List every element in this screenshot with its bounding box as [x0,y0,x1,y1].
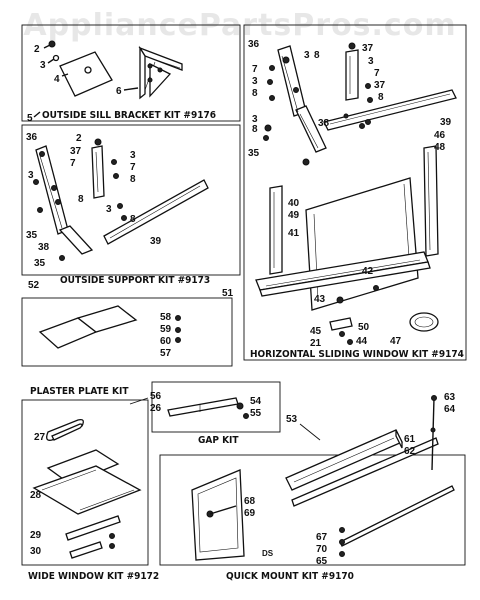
callout-38-support: 38 [38,242,50,253]
gap-kit-parts [167,397,249,419]
callout-39-horizontal: 39 [440,117,452,128]
callout-5-sill: 5 [27,113,33,124]
callout-3-horizontal-b: 3 [252,76,258,87]
callout-2-support: 2 [76,133,82,144]
callout-49: 49 [288,210,300,221]
callout-3-support-c: 3 [106,204,112,215]
callout-41: 41 [288,228,300,239]
callout-50: 50 [358,322,370,333]
callout-47: 47 [390,336,402,347]
callout-59: 59 [160,324,172,335]
callout-57: 57 [160,348,172,359]
callout-7-support-b: 7 [130,162,136,173]
callout-28: 28 [30,490,42,501]
callout-35-support-b: 35 [34,258,46,269]
callout-7-horizontal-b: 7 [374,68,380,79]
callout-27: 27 [34,432,46,443]
plaster-plate-parts [38,305,181,349]
callout-37-horizontal-a: 37 [362,43,374,54]
callout-8-support-a: 8 [78,194,84,205]
callout-3-support-b: 3 [130,150,136,161]
callout-8-horizontal-a: 8 [314,50,320,61]
callout-8-horizontal-b: 8 [252,88,258,99]
callout-56: 56 [150,391,162,402]
callout-3-horizontal-d: 3 [252,114,258,125]
callout-43: 43 [314,294,326,305]
callout-42: 42 [362,266,374,277]
ds-mark: DS [262,549,274,558]
callout-51: 51 [222,288,234,299]
label-outside-sill-bracket-kit: OUTSIDE SILL BRACKET KIT #9176 [42,110,216,121]
callout-4-sill: 4 [54,74,60,85]
wide-window-parts [32,418,142,559]
support-kit-parts [33,138,209,261]
callout-38-horizontal: 38 [318,118,330,129]
callout-67: 67 [316,532,328,543]
callout-6-sill: 6 [116,86,122,97]
callout-60: 60 [160,336,172,347]
callout-2-sill: 2 [34,44,40,55]
callout-37-horizontal-b: 37 [374,80,386,91]
label-gap-kit: GAP KIT [198,435,239,446]
callout-63: 63 [444,392,456,403]
panel-gap-kit [151,381,281,433]
callout-7-support-a: 7 [70,158,76,169]
callout-35-horizontal: 35 [248,148,260,159]
callout-48: 48 [434,142,446,153]
label-outside-support-kit: OUTSIDE SUPPORT KIT #9173 [60,275,210,286]
callout-3-horizontal-a: 3 [304,50,310,61]
panel-horizontal-sliding-window-kit [243,24,467,361]
callout-29: 29 [30,530,42,541]
panel-wide-window-kit [21,399,149,566]
callout-30: 30 [30,546,42,557]
callout-21: 21 [310,338,322,349]
callout-65: 65 [316,556,328,567]
callout-54: 54 [250,396,262,407]
callout-61: 61 [404,434,416,445]
label-plaster-plate-kit: PLASTER PLATE KIT [30,386,129,397]
panel-plaster-plate-kit [21,297,233,367]
callout-36-support: 36 [26,132,38,143]
callout-55: 55 [250,408,262,419]
callout-58: 58 [160,312,172,323]
panel-outside-sill-bracket-kit [21,24,241,122]
callout-36-horizontal: 36 [248,39,260,50]
callout-62: 62 [404,446,416,457]
horizontal-kit-parts [255,42,457,345]
quick-mount-parts [191,395,455,561]
callout-53: 53 [286,414,298,425]
label-wide-window-kit: WIDE WINDOW KIT #9172 [28,571,159,582]
label-quick-mount-kit: QUICK MOUNT KIT #9170 [226,571,354,582]
callout-70: 70 [316,544,328,555]
panel-outside-support-kit [21,124,241,276]
callout-7-horizontal-a: 7 [252,64,258,75]
callout-37-support: 37 [70,146,82,157]
callout-3-sill: 3 [40,60,46,71]
callout-64: 64 [444,404,456,415]
callout-8-support-b: 8 [130,174,136,185]
callout-68: 68 [244,496,256,507]
callout-3-horizontal-c: 3 [368,56,374,67]
callout-40: 40 [288,198,300,209]
panel-quick-mount-kit [159,454,466,566]
callout-35-support-a: 35 [26,230,38,241]
callout-44: 44 [356,336,368,347]
callout-8-horizontal-d: 8 [252,124,258,135]
sill-bracket-parts [33,40,183,118]
callout-45: 45 [310,326,322,337]
callout-26: 26 [150,403,162,414]
callout-52: 52 [28,280,40,291]
callout-69: 69 [244,508,256,519]
callout-46: 46 [434,130,446,141]
callout-39-support: 39 [150,236,162,247]
callout-8-horizontal-c: 8 [378,92,384,103]
label-horizontal-sliding-window-kit: HORIZONTAL SLIDING WINDOW KIT #9174 [250,349,464,360]
callout-8-support-c: 8 [130,214,136,225]
callout-3-support-a: 3 [28,170,34,181]
